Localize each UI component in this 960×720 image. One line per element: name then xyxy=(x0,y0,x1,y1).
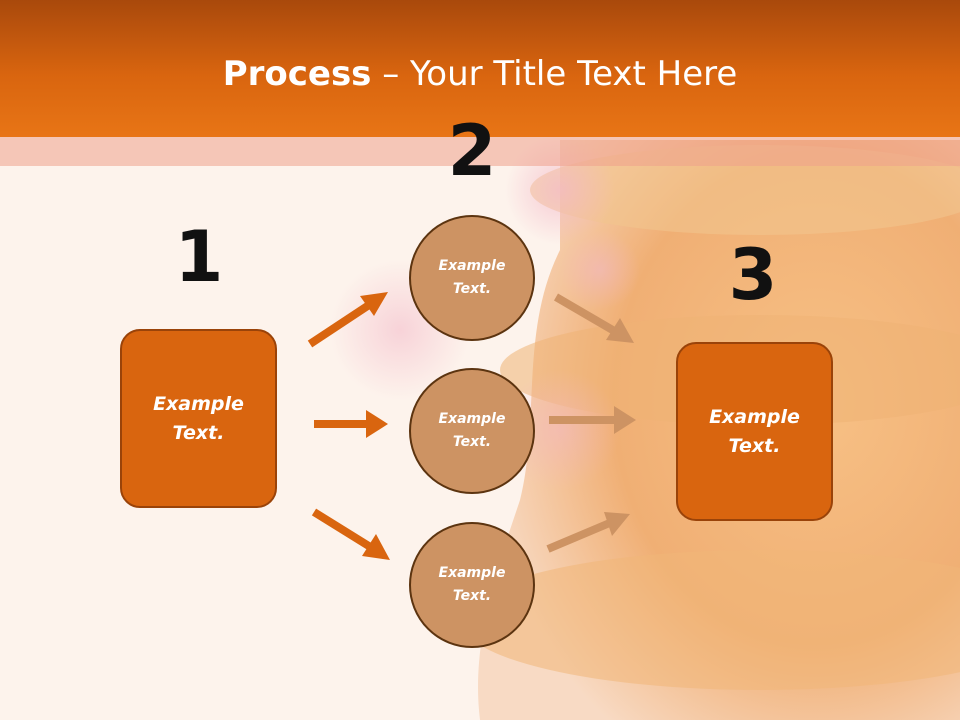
step-3-line2: Text. xyxy=(728,434,781,457)
step-number-2: 2 xyxy=(447,110,497,192)
slide-title-bold: Process xyxy=(222,54,372,94)
circle-top-line1: Example xyxy=(438,258,506,274)
step-1-box[interactable]: Example Text. xyxy=(120,329,277,508)
title-bar xyxy=(0,0,960,137)
step-2-circle-top[interactable]: Example Text. xyxy=(409,215,535,341)
circle-bottom-line2: Text. xyxy=(452,588,492,604)
step-1-line2: Text. xyxy=(172,421,225,444)
header-strip xyxy=(0,137,960,166)
slide-title[interactable]: Process – Your Title Text Here xyxy=(0,52,960,96)
step-2-circle-bottom[interactable]: Example Text. xyxy=(409,522,535,648)
step-3-box[interactable]: Example Text. xyxy=(676,342,833,521)
circle-middle-line2: Text. xyxy=(452,434,492,450)
slide-title-rest: – Your Title Text Here xyxy=(371,54,738,94)
step-number-3: 3 xyxy=(728,234,778,316)
circle-middle-line1: Example xyxy=(438,411,506,427)
step-1-line1: Example xyxy=(153,392,244,415)
circle-top-line2: Text. xyxy=(452,281,492,297)
step-2-circle-middle[interactable]: Example Text. xyxy=(409,368,535,494)
step-3-line1: Example xyxy=(709,405,800,428)
circle-bottom-line1: Example xyxy=(438,565,506,581)
step-number-1: 1 xyxy=(174,216,224,298)
